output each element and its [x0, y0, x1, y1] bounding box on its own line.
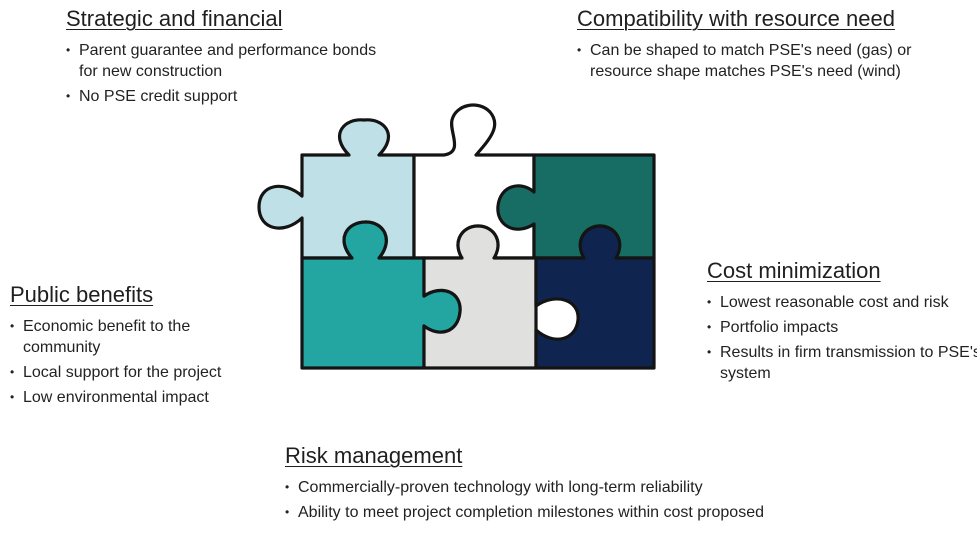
- cost-minimization-heading: Cost minimization: [707, 258, 881, 283]
- puzzle-graphic: [257, 103, 656, 370]
- strategic-financial-list: Parent guarantee and performance bonds f…: [66, 40, 426, 107]
- risk-management-list: Commercially-proven technology with long…: [285, 477, 845, 523]
- list-item: Can be shaped to match PSE's need (gas) …: [577, 40, 940, 82]
- risk-management-block: Risk management Commercially-proven tech…: [285, 443, 845, 527]
- cost-minimization-block: Cost minimization Lowest reasonable cost…: [707, 258, 977, 388]
- list-item: No PSE credit support: [66, 86, 426, 107]
- puzzle-piece-navy: [534, 224, 656, 370]
- list-item: Local support for the project: [10, 362, 290, 383]
- cost-minimization-list: Lowest reasonable cost and risk Portfoli…: [707, 292, 977, 384]
- compatibility-block: Compatibility with resource need Can be …: [577, 6, 967, 86]
- list-item: Lowest reasonable cost and risk: [707, 292, 977, 313]
- puzzle-piece-light-blue: [257, 118, 416, 260]
- list-item: Ability to meet project completion miles…: [285, 502, 818, 523]
- list-item: Results in firm transmission to PSE's sy…: [707, 342, 977, 384]
- list-item: Parent guarantee and performance bonds f…: [66, 40, 399, 82]
- list-item: Commercially-proven technology with long…: [285, 477, 845, 498]
- strategic-financial-heading: Strategic and financial: [66, 6, 283, 31]
- risk-management-heading: Risk management: [285, 443, 463, 468]
- public-benefits-block: Public benefits Economic benefit to the …: [10, 282, 290, 412]
- list-item: Portfolio impacts: [707, 317, 972, 338]
- public-benefits-heading: Public benefits: [10, 282, 154, 307]
- compatibility-heading: Compatibility with resource need: [577, 6, 895, 31]
- public-benefits-list: Economic benefit to the community Local …: [10, 316, 290, 408]
- compatibility-list: Can be shaped to match PSE's need (gas) …: [577, 40, 967, 82]
- list-item: Low environmental impact: [10, 387, 290, 408]
- strategic-financial-block: Strategic and financial Parent guarantee…: [66, 6, 426, 111]
- list-item: Economic benefit to the community: [10, 316, 233, 358]
